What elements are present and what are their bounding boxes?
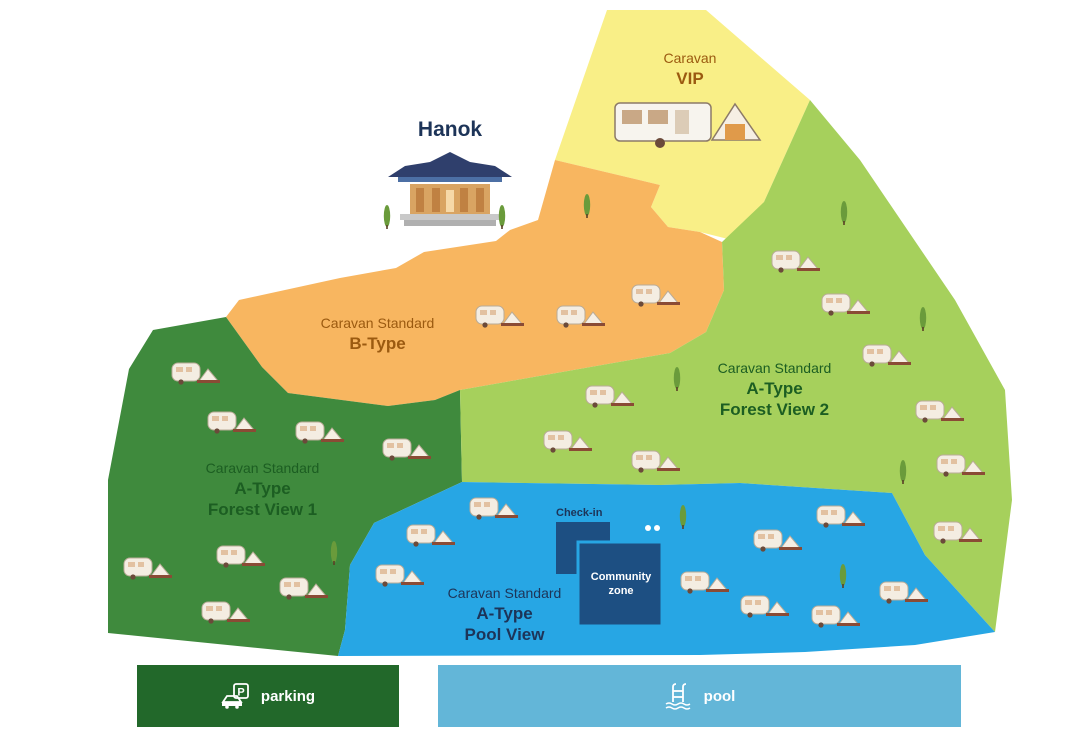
parking-legend[interactable]: P parking xyxy=(137,665,399,727)
check-in-label: Check-in xyxy=(556,507,603,519)
zone-forest-view-2-main2: Forest View 2 xyxy=(719,399,830,419)
community-zone-line1: Community xyxy=(590,570,652,583)
hanok-building[interactable] xyxy=(383,152,512,229)
zone-b-type-sub: Caravan Standard xyxy=(320,315,435,331)
parking-legend-bar xyxy=(137,665,399,727)
zone-pool-view-main2: Pool View xyxy=(464,624,545,644)
zone-forest-view-1-area[interactable] xyxy=(108,317,462,656)
parking-icon: P xyxy=(221,683,251,709)
svg-text:P: P xyxy=(237,687,244,699)
zone-forest-view-2-area[interactable] xyxy=(460,100,1012,632)
vip-caravan-illustration xyxy=(614,102,762,148)
zone-b-type-main: B-Type xyxy=(349,333,406,353)
zone-vip-main: VIP xyxy=(676,68,704,88)
zone-label-forest-view-1: Caravan Standard A-Type Forest View 1 xyxy=(185,460,340,520)
zone-label-forest-view-2: Caravan Standard A-Type Forest View 2 xyxy=(697,360,852,420)
community-zone-building[interactable] xyxy=(576,540,664,628)
zone-pool-view-main: A-Type xyxy=(476,603,533,623)
zone-label-pool-view: Caravan Standard A-Type Pool View xyxy=(427,585,582,645)
pool-legend-bar xyxy=(438,665,961,727)
community-zone-line2: zone xyxy=(608,585,634,597)
zone-forest-view-2-sub: Caravan Standard xyxy=(717,360,832,376)
pool-ladder-icon xyxy=(664,682,694,710)
zone-label-b-type: Caravan Standard B-Type xyxy=(300,315,455,354)
zone-b-type-area[interactable] xyxy=(226,160,724,406)
zone-forest-view-1-main2: Forest View 1 xyxy=(207,499,318,519)
zone-forest-view-2-main: A-Type xyxy=(746,378,803,398)
zone-pool-view-sub: Caravan Standard xyxy=(447,585,562,601)
parking-label: parking xyxy=(260,687,316,705)
zone-forest-view-1-sub: Caravan Standard xyxy=(205,460,320,476)
zone-label-vip: Caravan VIP xyxy=(640,50,740,89)
hanok-label: Hanok xyxy=(417,118,483,141)
pool-label: pool xyxy=(703,687,736,705)
restroom-icon xyxy=(645,525,660,531)
zone-forest-view-1-main: A-Type xyxy=(234,478,291,498)
pool-legend[interactable]: pool xyxy=(438,665,961,727)
zone-vip-sub: Caravan xyxy=(663,50,717,66)
community-zone-label: Community zone xyxy=(582,546,660,622)
